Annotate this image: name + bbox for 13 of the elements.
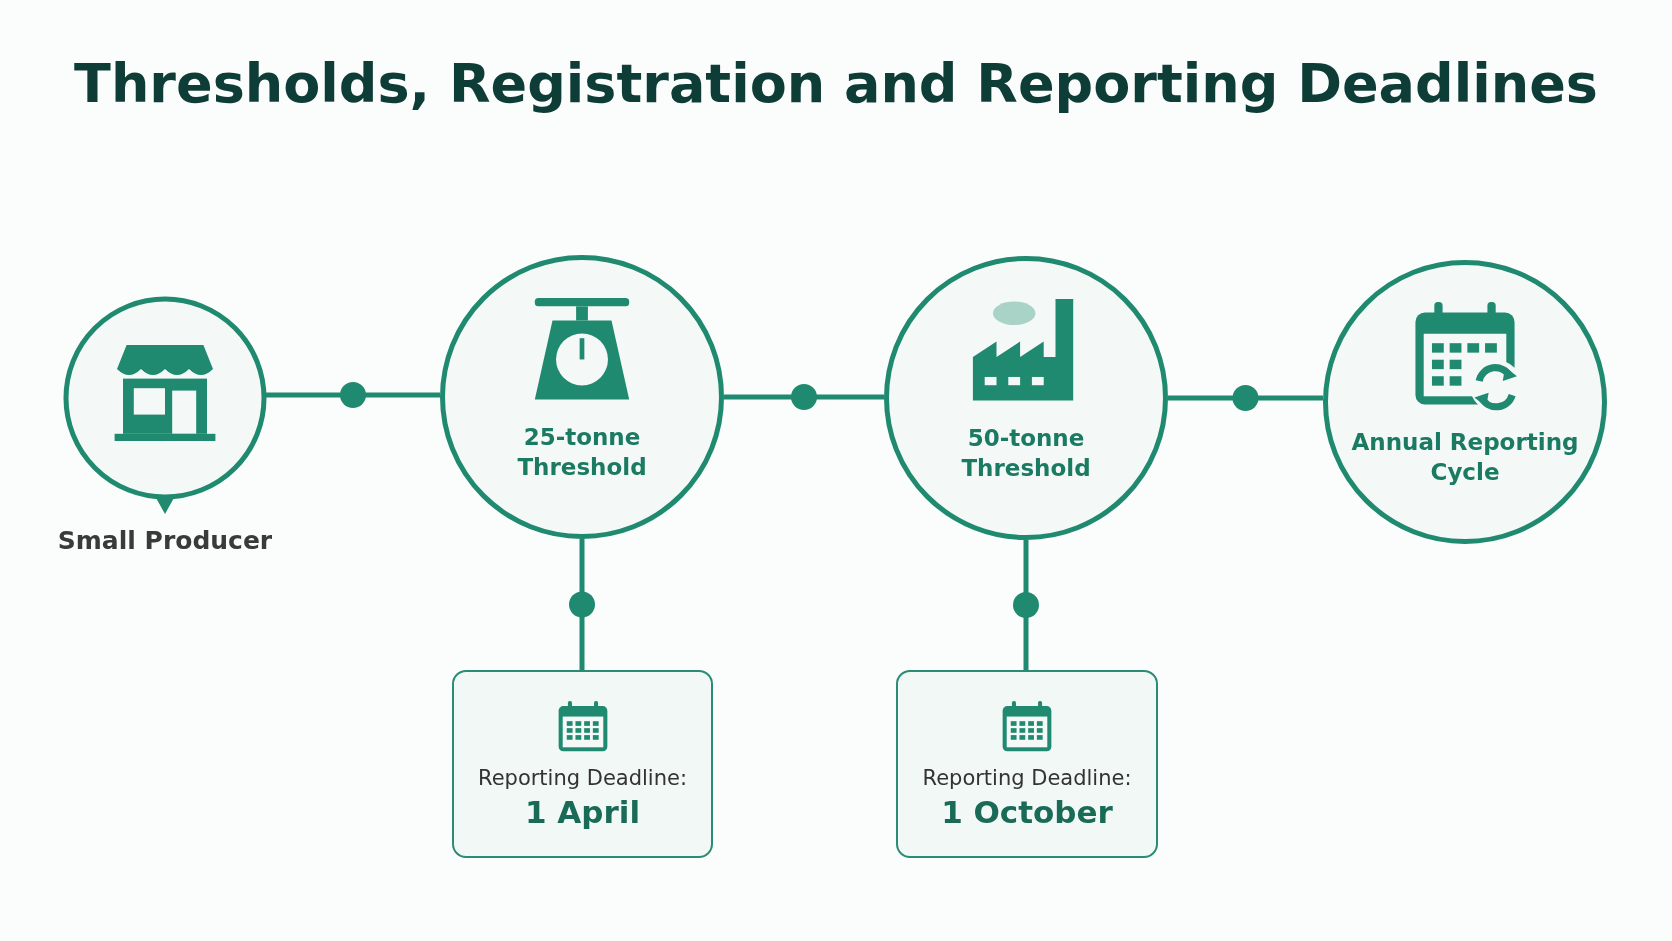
deadline-date: 1 April [524,794,641,830]
circle-label: Annual Reporting Cycle [1350,428,1580,487]
circle-label: 50-tonne Threshold [960,424,1092,483]
deadline-date: 1 October [941,794,1113,830]
connector-line [1168,395,1323,401]
deadline-label: Reporting Deadline: [922,766,1132,790]
deadline-card [452,670,713,858]
circle-label: 25-tonne Threshold [516,423,648,482]
deadline-label: Reporting Deadline: [478,766,687,790]
title: Thresholds, Registration and Reporting Deadlines [73,52,1599,115]
deadline-card [896,670,1158,858]
node-label: Small Producer [57,526,273,555]
connector-line [266,392,440,398]
